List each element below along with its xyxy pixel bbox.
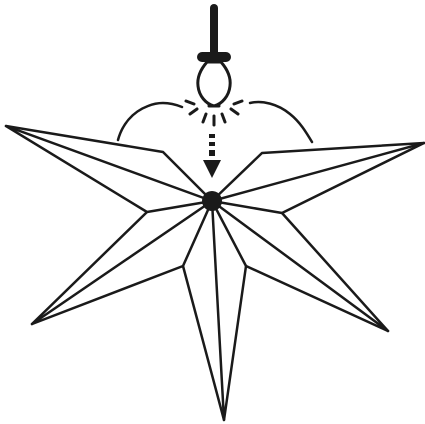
- down-arrow-icon: [203, 134, 221, 178]
- cord-icon: [197, 8, 231, 62]
- center-hub-icon: [202, 191, 222, 211]
- bulb-icon: [198, 62, 230, 106]
